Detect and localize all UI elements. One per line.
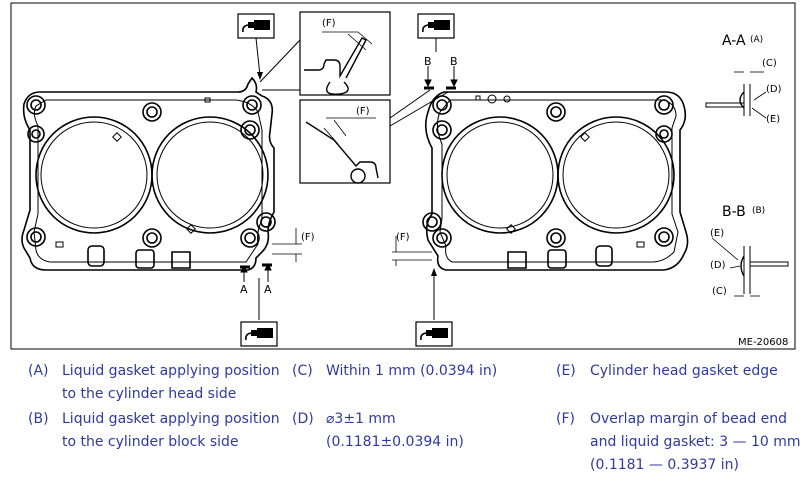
legend-text: ⌀3±1 mm [326,411,396,427]
label-a-left-1: A [240,283,248,296]
liquid-gasket-icon [240,321,278,347]
legend-text: Liquid gasket applying position [62,363,280,379]
liquid-gasket-icon [237,13,275,39]
section-aa-d: (D) [766,84,782,95]
legend-key: (E) [556,363,576,379]
detail-box-lower [299,99,391,184]
label-f-detail-upper: (F) [322,18,336,29]
section-aa-drawing [705,71,767,119]
ref-code: ME-20608 [738,337,788,348]
legend-text: to the cylinder head side [62,386,237,402]
gasket-diagram: A A (F) [10,2,796,350]
legend-key: (A) [28,363,49,379]
label-f-right: (F) [396,232,410,243]
label-f-left: (F) [301,232,315,243]
legend-key: (C) [292,363,313,379]
section-bb-title: B-B [722,204,746,220]
right-bore-2 [557,116,675,234]
section-bb-e: (E) [710,228,724,239]
right-gasket [422,91,689,271]
legend-text: (0.1181 — 0.3937 in) [590,457,740,473]
liquid-gasket-icon [415,321,453,347]
legend-text: Liquid gasket applying position [62,411,280,427]
label-b-right-2: B [450,55,458,68]
section-bb-sub: (B) [752,206,765,216]
label-a-left-2: A [264,283,272,296]
legend-text: Overlap margin of bead end [590,411,788,427]
legend-text: (0.1181±0.0394 in) [326,434,464,450]
legend-text: and liquid gasket: 3 — 10 mm [590,434,801,450]
label-b-right-1: B [424,55,432,68]
legend-key: (D) [292,411,314,427]
legend-text: Cylinder head gasket edge [590,363,778,379]
detail-box-upper [299,11,391,96]
left-gasket [21,76,276,271]
section-aa-c: (C) [762,58,777,69]
section-aa-title: A-A [722,33,746,49]
left-bore-2 [151,116,269,234]
right-bore-1 [441,116,559,234]
section-bb-d: (D) [710,260,726,271]
left-bore-1 [35,116,153,234]
legend-key: (B) [28,411,49,427]
diagram-frame [10,2,796,350]
section-bb-drawing [711,237,789,297]
section-aa-e: (E) [766,114,780,125]
label-f-detail-lower: (F) [356,106,370,117]
liquid-gasket-icon [417,13,455,39]
legend-text: to the cylinder block side [62,434,239,450]
legend-text: Within 1 mm (0.0394 in) [326,363,498,379]
section-aa-sub: (A) [750,35,763,45]
legend-key: (F) [556,411,575,427]
section-bb-c: (C) [712,286,727,297]
